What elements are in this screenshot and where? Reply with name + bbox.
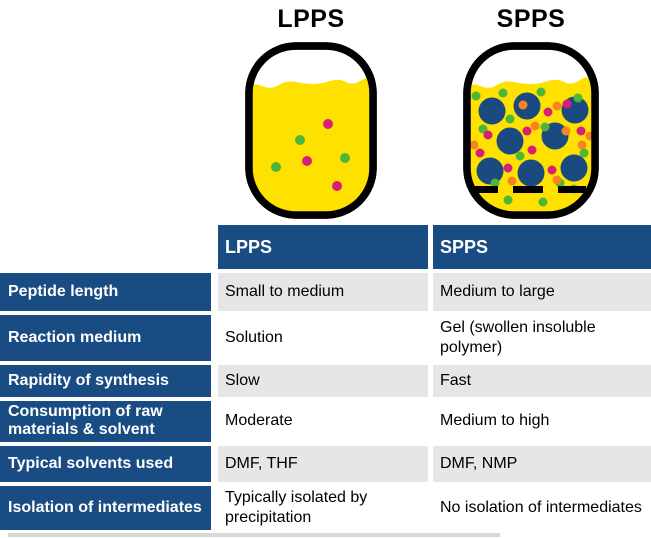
row-label-reaction-medium: Reaction medium: [0, 315, 211, 361]
cropped-next-row-strip: [8, 533, 500, 537]
spps-reagent-dots: [470, 87, 592, 207]
row-label-solvents: Typical solvents used: [0, 445, 211, 482]
cell-spps-rapidity: Fast: [433, 365, 651, 397]
table-header-row: LPPS SPPS: [0, 225, 651, 269]
spps-flask-illustration: [463, 42, 599, 219]
cell-lpps-peptide-length: Small to medium: [218, 273, 428, 311]
table-row: Rapidity of synthesis Slow Fast: [0, 365, 651, 397]
cell-spps-isolation: No isolation of intermediates: [433, 485, 651, 530]
cell-spps-consumption: Medium to high: [433, 401, 651, 442]
table-row: Peptide length Small to medium Medium to…: [0, 273, 651, 311]
cell-lpps-reaction-medium: Solution: [218, 315, 428, 361]
cell-lpps-rapidity: Slow: [218, 365, 428, 397]
comparison-table: LPPS SPPS Peptide length Small to medium…: [0, 225, 651, 534]
lpps-liquid: [252, 77, 370, 212]
header-spacer: [0, 225, 218, 269]
column-header-spps: SPPS: [433, 225, 651, 269]
table-row: Typical solvents used DMF, THF DMF, NMP: [0, 445, 651, 482]
row-label-isolation: Isolation of intermediates: [0, 485, 211, 530]
row-label-consumption: Consumption of raw materials & solvent: [0, 401, 211, 442]
cell-spps-reaction-medium: Gel (swollen insoluble polymer): [433, 315, 651, 361]
lpps-title: LPPS: [277, 5, 345, 33]
lpps-flask-illustration: [245, 42, 377, 219]
cell-lpps-isolation: Typically isolated by precipitation: [218, 485, 428, 530]
cell-lpps-consumption: Moderate: [218, 401, 428, 442]
cell-lpps-solvents: DMF, THF: [218, 445, 428, 482]
spps-title: SPPS: [496, 5, 566, 33]
row-label-rapidity: Rapidity of synthesis: [0, 365, 211, 397]
cell-spps-peptide-length: Medium to large: [433, 273, 651, 311]
lpps-reagent-dots: [271, 119, 350, 191]
cell-spps-solvents: DMF, NMP: [433, 445, 651, 482]
column-header-lpps: LPPS: [218, 225, 428, 269]
row-label-peptide-length: Peptide length: [0, 273, 211, 311]
spps-frit-dashes: [472, 186, 586, 193]
table-row: Isolation of intermediates Typically iso…: [0, 485, 651, 530]
table-row: Reaction medium Solution Gel (swollen in…: [0, 315, 651, 361]
table-row: Consumption of raw materials & solvent M…: [0, 401, 651, 442]
